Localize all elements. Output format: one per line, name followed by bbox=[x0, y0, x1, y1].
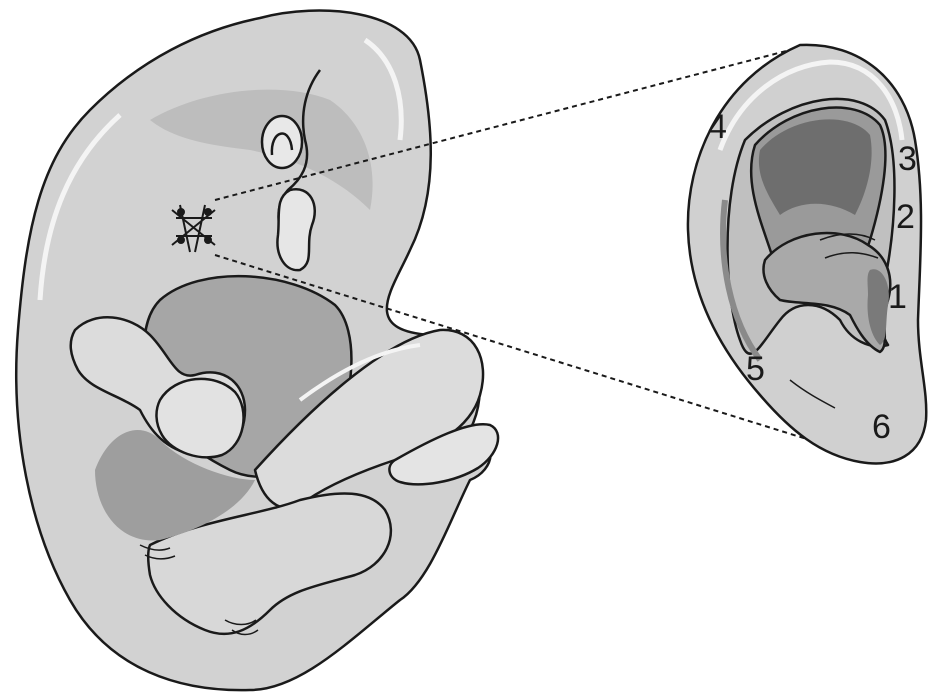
embryo bbox=[16, 11, 498, 691]
ear-label-2: 2 bbox=[896, 198, 915, 236]
auricle: 4 3 2 1 5 6 bbox=[688, 45, 926, 464]
ear-label-6: 6 bbox=[872, 408, 891, 446]
pharyngeal-arch bbox=[277, 189, 314, 270]
ear-label-4: 4 bbox=[708, 108, 727, 146]
ear-label-5: 5 bbox=[746, 350, 765, 388]
eye bbox=[262, 116, 302, 168]
ear-label-3: 3 bbox=[898, 140, 917, 178]
hand-plate bbox=[156, 379, 243, 457]
ear-label-1: 1 bbox=[888, 278, 907, 316]
